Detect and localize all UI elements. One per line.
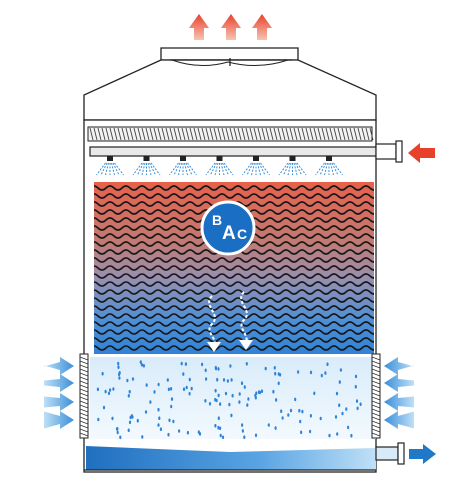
- cold-water-outlet-arrow-icon: [409, 444, 436, 464]
- air-inlet-arrows-right: [384, 357, 414, 429]
- hot-water-inlet-arrow-icon: [408, 143, 435, 163]
- air-inlet-arrows-left: [44, 357, 74, 429]
- spray-nozzle-icon: [205, 156, 234, 176]
- air-inlet-arrow-icon: [384, 393, 414, 411]
- spray-nozzle-icon: [96, 156, 124, 176]
- air-flow-arrow-icon: [207, 295, 221, 352]
- spray-nozzles: [96, 156, 343, 176]
- air-inlet-arrow-icon: [44, 393, 74, 411]
- air-outlet-arrow-icon: [189, 14, 209, 40]
- logo-letter-b: B: [212, 212, 222, 228]
- air-inlet-arrow-icon: [44, 357, 74, 375]
- air-inlet-arrow-icon: [384, 411, 414, 429]
- logo-letter-c: C: [237, 226, 247, 242]
- logo-letter-a: A: [222, 223, 236, 244]
- exhaust-arrows: [189, 14, 272, 40]
- air-outlet-arrow-icon: [252, 14, 272, 40]
- air-inlet-louver-left: [79, 353, 89, 439]
- air-inlet-arrow-icon: [44, 374, 74, 392]
- air-inlet-arrow-icon: [384, 374, 414, 392]
- rain-zone: [90, 357, 376, 440]
- spray-nozzle-icon: [315, 156, 343, 176]
- spray-nozzle-icon: [278, 156, 307, 176]
- cold-water-outlet-pipe: [375, 442, 405, 465]
- internal-air-flow-arrows: [207, 291, 253, 352]
- air-outlet-arrow-icon: [221, 14, 241, 40]
- spray-nozzle-icon: [132, 156, 161, 176]
- air-inlet-arrow-icon: [384, 357, 414, 375]
- spray-nozzle-icon: [242, 156, 270, 176]
- air-inlet-louver-right: [371, 353, 381, 439]
- air-flow-arrow-icon: [239, 291, 253, 350]
- fan-hood: [83, 47, 377, 121]
- spray-nozzle-icon: [169, 156, 197, 176]
- drift-eliminator: [87, 126, 374, 142]
- air-inlet-arrow-icon: [44, 411, 74, 429]
- bac-logo: B A C: [200, 200, 256, 256]
- spray-header-pipe: [89, 140, 403, 163]
- cold-water-basin: [84, 446, 376, 471]
